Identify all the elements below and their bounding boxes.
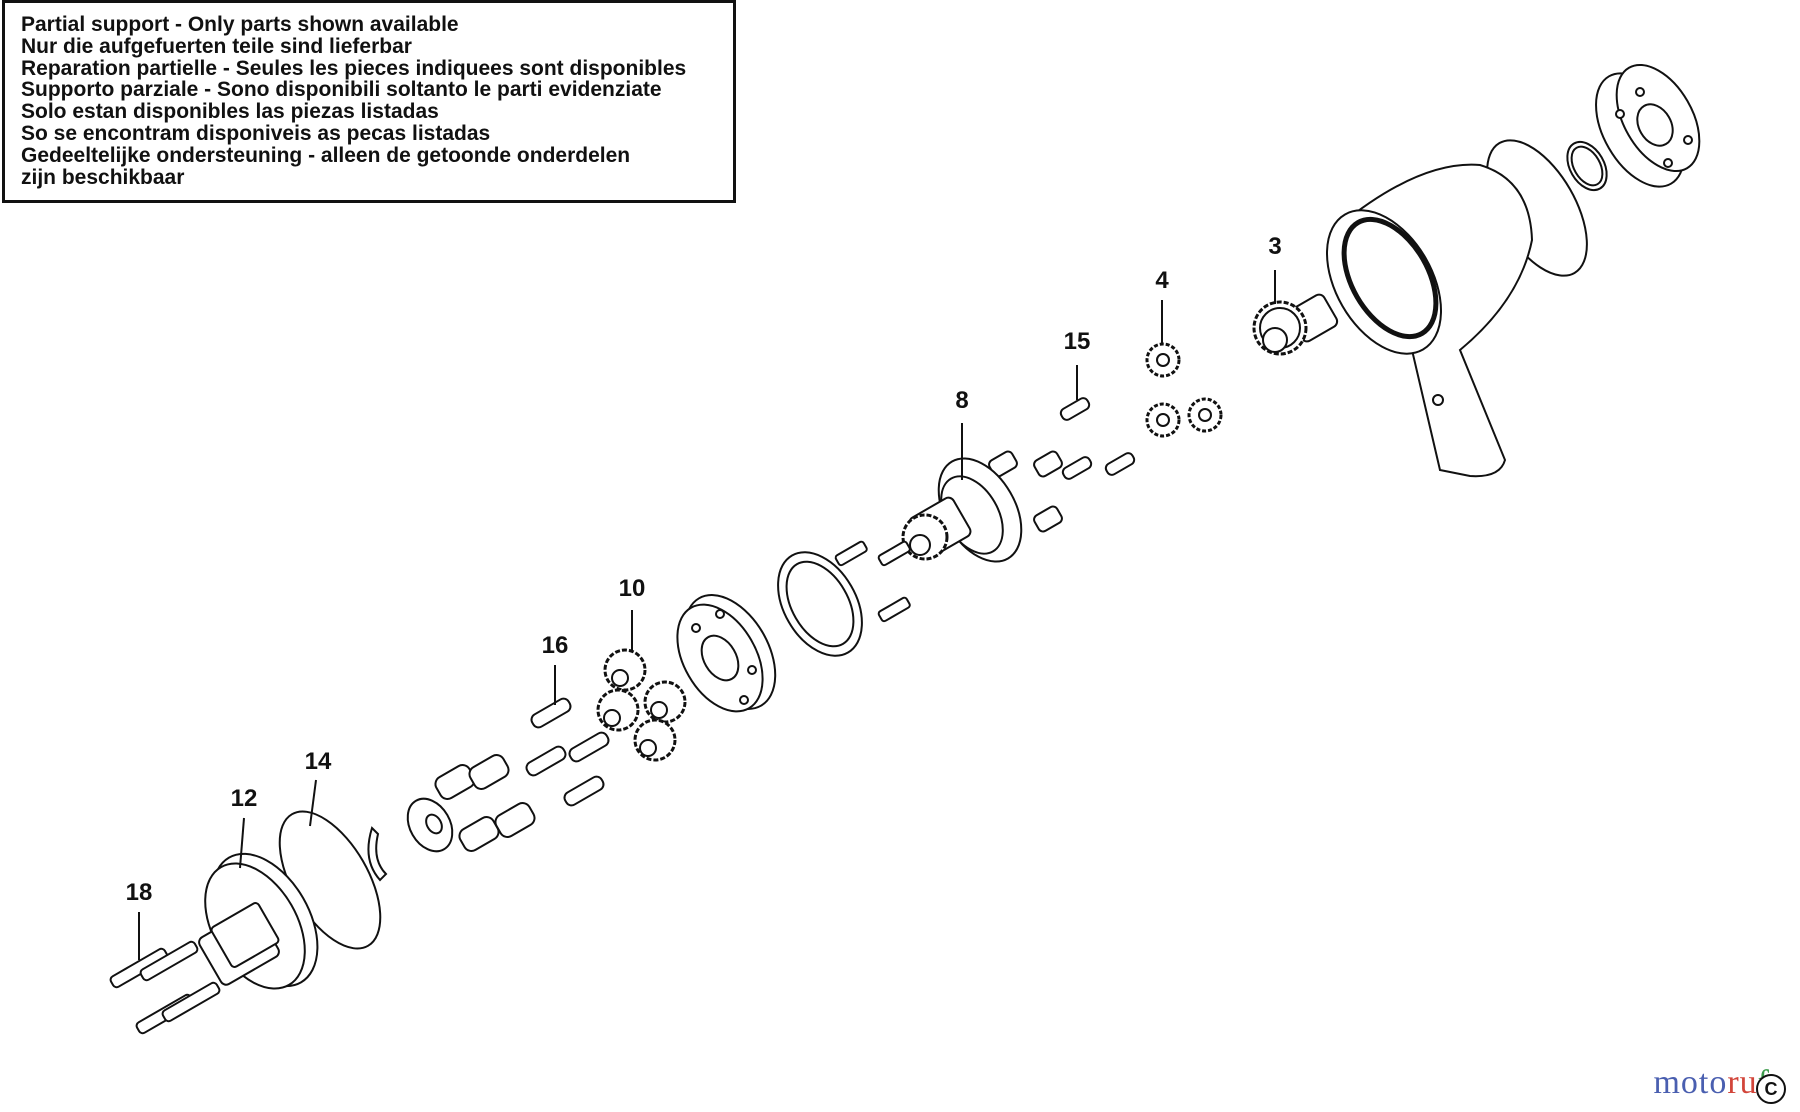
notice-line-en: Partial support - Only parts shown avail… [21, 13, 459, 36]
part-15-pins [1059, 397, 1136, 480]
callout-14: 14 [305, 748, 332, 775]
callout-16: 16 [542, 632, 569, 659]
leader-lines [138, 270, 1276, 960]
gear-housing-part [1326, 163, 1534, 478]
flat-washer [406, 797, 454, 853]
carrier-screws [834, 540, 911, 623]
needle-bushings [988, 450, 1063, 533]
callout-15: 15 [1064, 328, 1091, 355]
planet-bushings [434, 754, 536, 852]
notice-line-fr: Reparation partielle - Seules les pieces… [21, 56, 687, 80]
rear-cap-part [1595, 63, 1701, 188]
part-10-planet-gears [596, 648, 687, 762]
callout-8: 8 [955, 387, 968, 414]
notice-line-pt: So se encontram disponiveis as pecas lis… [21, 121, 491, 145]
ring-gear-plate [676, 594, 777, 713]
callout-12: 12 [231, 785, 258, 812]
part-4-small-gears [1145, 342, 1223, 438]
watermark-logo: motoruf [1653, 1064, 1769, 1101]
corner-c-mark: C [1756, 1074, 1786, 1104]
o-ring-small [1566, 140, 1608, 192]
notice-line-es: Solo estan disponibles las piezas listad… [21, 100, 439, 124]
callout-18: 18 [126, 879, 153, 906]
notice-line-de: Nur die aufgefuerten teile sind lieferba… [21, 34, 412, 58]
circlip [367, 826, 388, 882]
part-12-anvil-plate [198, 852, 319, 990]
thrust-washer [777, 551, 863, 657]
part-18-screws [109, 940, 221, 1035]
notice-line-it: Supporto parziale - Sono disponibili sol… [21, 78, 662, 102]
part-8-planet-carrier [901, 457, 1023, 563]
callout-3: 3 [1268, 233, 1281, 260]
part-16-pins [525, 697, 610, 807]
notice-line-nl: Gedeeltelijke ondersteuning - alleen de … [21, 143, 631, 167]
part-3-sun-gear [1252, 293, 1339, 356]
callout-10: 10 [619, 575, 646, 602]
callout-4: 4 [1155, 267, 1169, 294]
notice-line-nl-2: zijn beschikbaar [21, 165, 185, 189]
partial-support-notice: Partial support - Only parts shown avail… [2, 0, 736, 203]
